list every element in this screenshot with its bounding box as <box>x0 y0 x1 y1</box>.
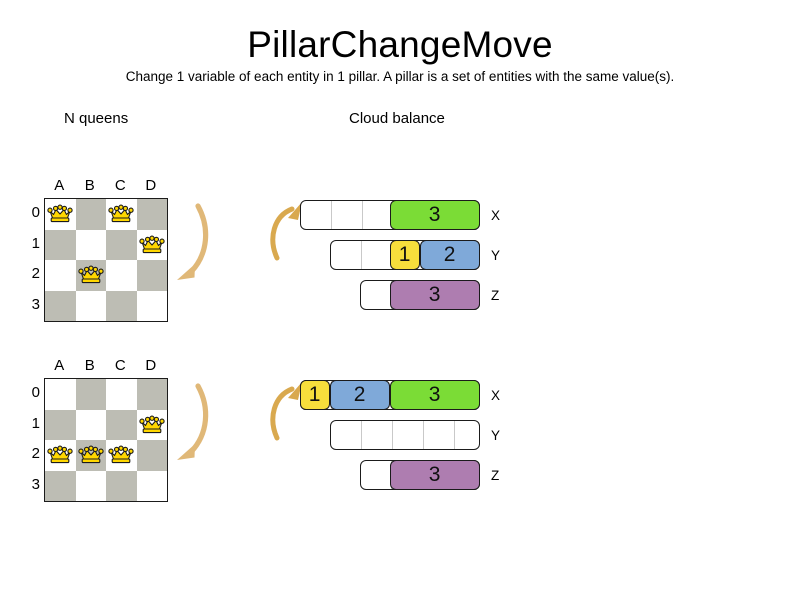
curved-arrow-down-icon <box>168 196 216 293</box>
queen-icon <box>138 415 165 433</box>
board-cell-d1[interactable] <box>136 229 167 260</box>
page-title: PillarChangeMove <box>247 24 553 65</box>
nqueens-board-after: A B C D 0 1 2 3 <box>32 357 168 502</box>
board-cell-d0[interactable] <box>136 199 167 230</box>
cloud-computer-label-y: Y <box>491 428 501 443</box>
nqueens-board-before: A B C D 0 1 2 3 <box>32 177 168 322</box>
queen-icon <box>108 445 134 464</box>
board-column-labels: A B C D <box>44 176 166 196</box>
curved-arrow-up-icon <box>268 376 308 451</box>
board-cell-b2[interactable] <box>75 260 106 291</box>
board-row-label-2: 2 <box>31 265 40 282</box>
board-cell-c2[interactable] <box>106 440 137 471</box>
board-cell-b3[interactable] <box>75 470 106 501</box>
board-cell-c1[interactable] <box>106 229 137 260</box>
cloud-process-block[interactable]: 2 <box>419 239 480 270</box>
chessboard-grid <box>44 378 168 502</box>
board-cell-a3[interactable] <box>45 470 76 501</box>
board-cell-d2[interactable] <box>136 260 167 291</box>
cloud-computer-label-x: X <box>491 208 501 223</box>
board-cell-a3[interactable] <box>45 290 76 321</box>
queen-icon <box>47 445 73 464</box>
board-column-label-c: C <box>114 357 126 374</box>
board-row-labels: 0 1 2 3 <box>22 378 40 500</box>
board-cell-c0[interactable] <box>106 199 137 230</box>
page-subtitle: Change 1 variable of each entity in 1 pi… <box>125 69 675 84</box>
board-row-label-3: 3 <box>31 475 40 493</box>
board-row-label-1: 1 <box>31 234 40 252</box>
board-cell-b0[interactable] <box>75 379 106 410</box>
board-column-label-c: C <box>114 177 126 194</box>
board-cell-c3[interactable] <box>106 290 137 321</box>
board-cell-d2[interactable] <box>136 440 167 471</box>
board-cell-b1[interactable] <box>75 409 106 440</box>
board-cell-c3[interactable] <box>106 470 137 501</box>
queen-icon <box>108 204 134 223</box>
board-cell-c2[interactable] <box>106 260 137 291</box>
board-column-label-d: D <box>145 357 157 374</box>
bar-capacity-grid <box>331 421 479 449</box>
cloud-process-block[interactable]: 3 <box>389 379 480 410</box>
board-column-label-b: B <box>84 357 95 374</box>
board-cell-b1[interactable] <box>75 229 106 260</box>
queen-icon <box>77 265 104 284</box>
board-cell-a2[interactable] <box>45 260 76 291</box>
board-row-label-2: 2 <box>31 445 40 462</box>
curved-arrow-down-icon <box>168 376 216 473</box>
cloud-process-block[interactable]: 1 <box>389 239 420 270</box>
board-cell-b0[interactable] <box>75 199 106 230</box>
cloud-process-block[interactable]: 1 <box>299 379 330 410</box>
board-cell-a2[interactable] <box>45 440 76 471</box>
board-cell-b3[interactable] <box>75 290 106 321</box>
board-cell-a1[interactable] <box>45 409 76 440</box>
board-row-label-0: 0 <box>31 384 40 401</box>
board-cell-a0[interactable] <box>45 199 76 230</box>
cloud-process-block[interactable]: 3 <box>389 279 480 310</box>
section-label-nqueens: N queens <box>64 110 129 127</box>
board-row-label-1: 1 <box>31 414 40 432</box>
board-row-labels: 0 1 2 3 <box>22 198 40 320</box>
cloud-process-block[interactable]: 3 <box>389 199 480 230</box>
queen-icon <box>77 445 104 464</box>
board-cell-d0[interactable] <box>136 379 167 410</box>
board-cell-b2[interactable] <box>75 440 106 471</box>
cloud-computer-label-y: Y <box>491 248 501 263</box>
chessboard-grid <box>44 198 168 322</box>
board-column-label-a: A <box>54 357 65 374</box>
board-column-labels: A B C D <box>44 356 166 376</box>
queen-icon <box>47 204 73 223</box>
cloud-computer-label-z: Z <box>491 468 500 483</box>
section-label-cloudbalance: Cloud balance <box>349 110 445 127</box>
cloud-computer-label-x: X <box>491 388 501 403</box>
board-cell-a0[interactable] <box>45 379 76 410</box>
board-row-label-3: 3 <box>31 295 40 313</box>
board-cell-c1[interactable] <box>106 409 137 440</box>
cloud-computer-bar-y[interactable]: Y <box>330 420 500 450</box>
board-cell-d1[interactable] <box>136 409 167 440</box>
board-column-label-b: B <box>84 177 95 194</box>
board-cell-d3[interactable] <box>136 290 167 321</box>
cloud-process-block[interactable]: 3 <box>389 459 480 490</box>
curved-arrow-up-icon <box>268 196 308 271</box>
cloud-computer-label-z: Z <box>491 288 500 303</box>
board-cell-d3[interactable] <box>136 470 167 501</box>
cloud-process-block[interactable]: 2 <box>329 379 390 410</box>
board-row-label-0: 0 <box>31 204 40 221</box>
board-cell-a1[interactable] <box>45 229 76 260</box>
board-column-label-a: A <box>54 177 65 194</box>
board-column-label-d: D <box>145 177 157 194</box>
queen-icon <box>138 235 165 253</box>
board-cell-c0[interactable] <box>106 379 137 410</box>
